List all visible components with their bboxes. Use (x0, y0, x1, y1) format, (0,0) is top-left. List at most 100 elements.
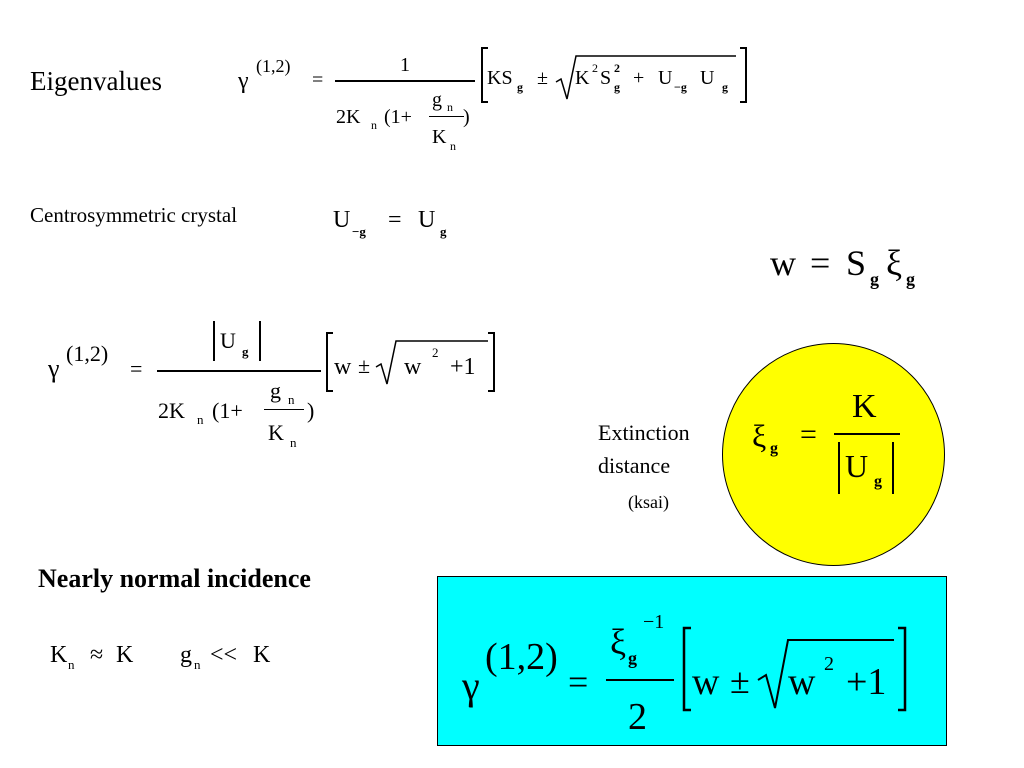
approx-sign: ≈ (90, 642, 104, 668)
mid-sqrt-plus1: +1 (450, 354, 476, 380)
equals-sign: = (312, 69, 324, 91)
mid-superscript-12: (1,2) (66, 341, 109, 366)
eigenvalues-label: Eigenvalues (30, 66, 162, 96)
result-box (437, 576, 947, 746)
final-superscript-12: (1,2) (485, 636, 558, 678)
abs-right (259, 321, 261, 361)
sqrt-U1-sub: −g (674, 80, 687, 94)
Kn-n: n (450, 139, 456, 153)
close-paren: ) (463, 106, 470, 128)
final-left-bracket (682, 626, 691, 712)
right-bracket (740, 47, 747, 103)
final-num-sup: −1 (643, 611, 665, 633)
ksai-label: (ksai) (628, 492, 669, 512)
final-fraction-bar (606, 679, 674, 681)
extinction-circle (722, 343, 945, 566)
w-S: S (846, 243, 867, 283)
mid-fraction-bar (157, 370, 321, 372)
mid-gn-g: g (270, 378, 281, 403)
xi-sub-g: g (770, 440, 778, 457)
mid-sqrt-sup2: 2 (432, 345, 439, 360)
sqrt-S-sup2: 2 (614, 61, 620, 75)
fraction-bar (335, 80, 475, 82)
U-neg-g: U (333, 207, 351, 233)
final-den-2: 2 (628, 696, 647, 738)
U-neg-g-sub: −g (352, 224, 366, 239)
U-g: U (418, 207, 436, 233)
normal-incidence-heading: Nearly normal incidence (38, 564, 311, 593)
much-less-sign: << (210, 642, 238, 668)
distance-label: distance (598, 453, 671, 478)
approx-K3: K (253, 642, 271, 668)
w-S-sub-g: g (870, 269, 879, 289)
superscript-12: (1,2) (256, 56, 291, 76)
mid-w: w (334, 354, 352, 380)
sqrt-K-sup2: 2 (592, 61, 598, 75)
xi-abs-right (892, 442, 894, 494)
mid-den-2K: 2K (158, 398, 185, 423)
gn-n: n (447, 100, 453, 114)
gn-g: g (432, 89, 442, 111)
U-g-sub: g (440, 224, 447, 239)
sqrt-S: S (600, 67, 612, 89)
w-symbol: w (770, 243, 796, 283)
gamma-symbol: γ (238, 68, 249, 94)
mid-Kn-n: n (290, 435, 297, 450)
final-num-xi-sub: g (628, 648, 637, 668)
sqrt-S-sub-g: g (614, 80, 620, 94)
xi-equals: = (800, 418, 817, 451)
xi-num-K: K (852, 388, 877, 425)
final-equals: = (568, 662, 589, 702)
mid-den-open: (1+ (212, 398, 243, 423)
mid-plus-minus: ± (358, 353, 371, 378)
subscript-n: n (371, 118, 377, 132)
denominator-2Kn: 2K (336, 106, 361, 128)
final-sqrt-sup2: 2 (824, 653, 834, 675)
mid-right-bracket (488, 332, 495, 392)
xi-fraction-bar (834, 433, 900, 435)
final-num-xi: ξ (610, 622, 627, 662)
final-sqrt-sign (757, 639, 894, 709)
mid-num-U-sub: g (242, 344, 249, 359)
centrosymmetric-label: Centrosymmetric crystal (30, 203, 238, 227)
KS-sub-g: g (517, 80, 523, 94)
sqrt-U2: U (700, 67, 715, 89)
xi-den-U: U (845, 448, 869, 484)
final-w: w (692, 661, 720, 703)
mid-sqrt-w: w (404, 354, 422, 380)
approx-K: K (50, 642, 68, 668)
approx-g-n: n (194, 657, 201, 672)
left-bracket (481, 47, 488, 103)
w-xi-sub-g: g (906, 269, 915, 289)
open-1plus: (1+ (384, 106, 412, 128)
final-sqrt-plus1: +1 (846, 661, 887, 703)
centro-equals: = (388, 207, 402, 233)
mid-equals: = (130, 356, 143, 381)
approx-g: g (180, 642, 192, 668)
final-right-bracket (898, 626, 907, 712)
plus-minus: ± (537, 67, 548, 89)
xi-symbol: ξ (752, 418, 767, 454)
w-xi: ξ (886, 243, 903, 283)
final-sqrt-w: w (788, 661, 816, 703)
sqrt-sign (555, 55, 736, 100)
w-equals: = (810, 243, 831, 283)
mid-num-U: U (220, 328, 236, 353)
KS: KS (487, 67, 513, 89)
inner-fraction-bar (429, 116, 464, 117)
sqrt-plus: + (633, 67, 645, 89)
approx-K2: K (116, 642, 134, 668)
mid-den-n: n (197, 412, 204, 427)
final-plus-minus: ± (730, 661, 750, 701)
mid-close-paren: ) (307, 398, 315, 423)
xi-abs-left (838, 442, 840, 494)
extinction-label: Extinction (598, 420, 690, 445)
xi-den-U-sub: g (874, 473, 882, 490)
sqrt-U1: U (658, 67, 673, 89)
abs-left (213, 321, 215, 361)
mid-left-bracket (326, 332, 333, 392)
mid-gn-n: n (288, 392, 295, 407)
mid-Kn-K: K (268, 420, 284, 445)
sqrt-U2-sub: g (722, 80, 728, 94)
mid-inner-bar (264, 409, 304, 410)
